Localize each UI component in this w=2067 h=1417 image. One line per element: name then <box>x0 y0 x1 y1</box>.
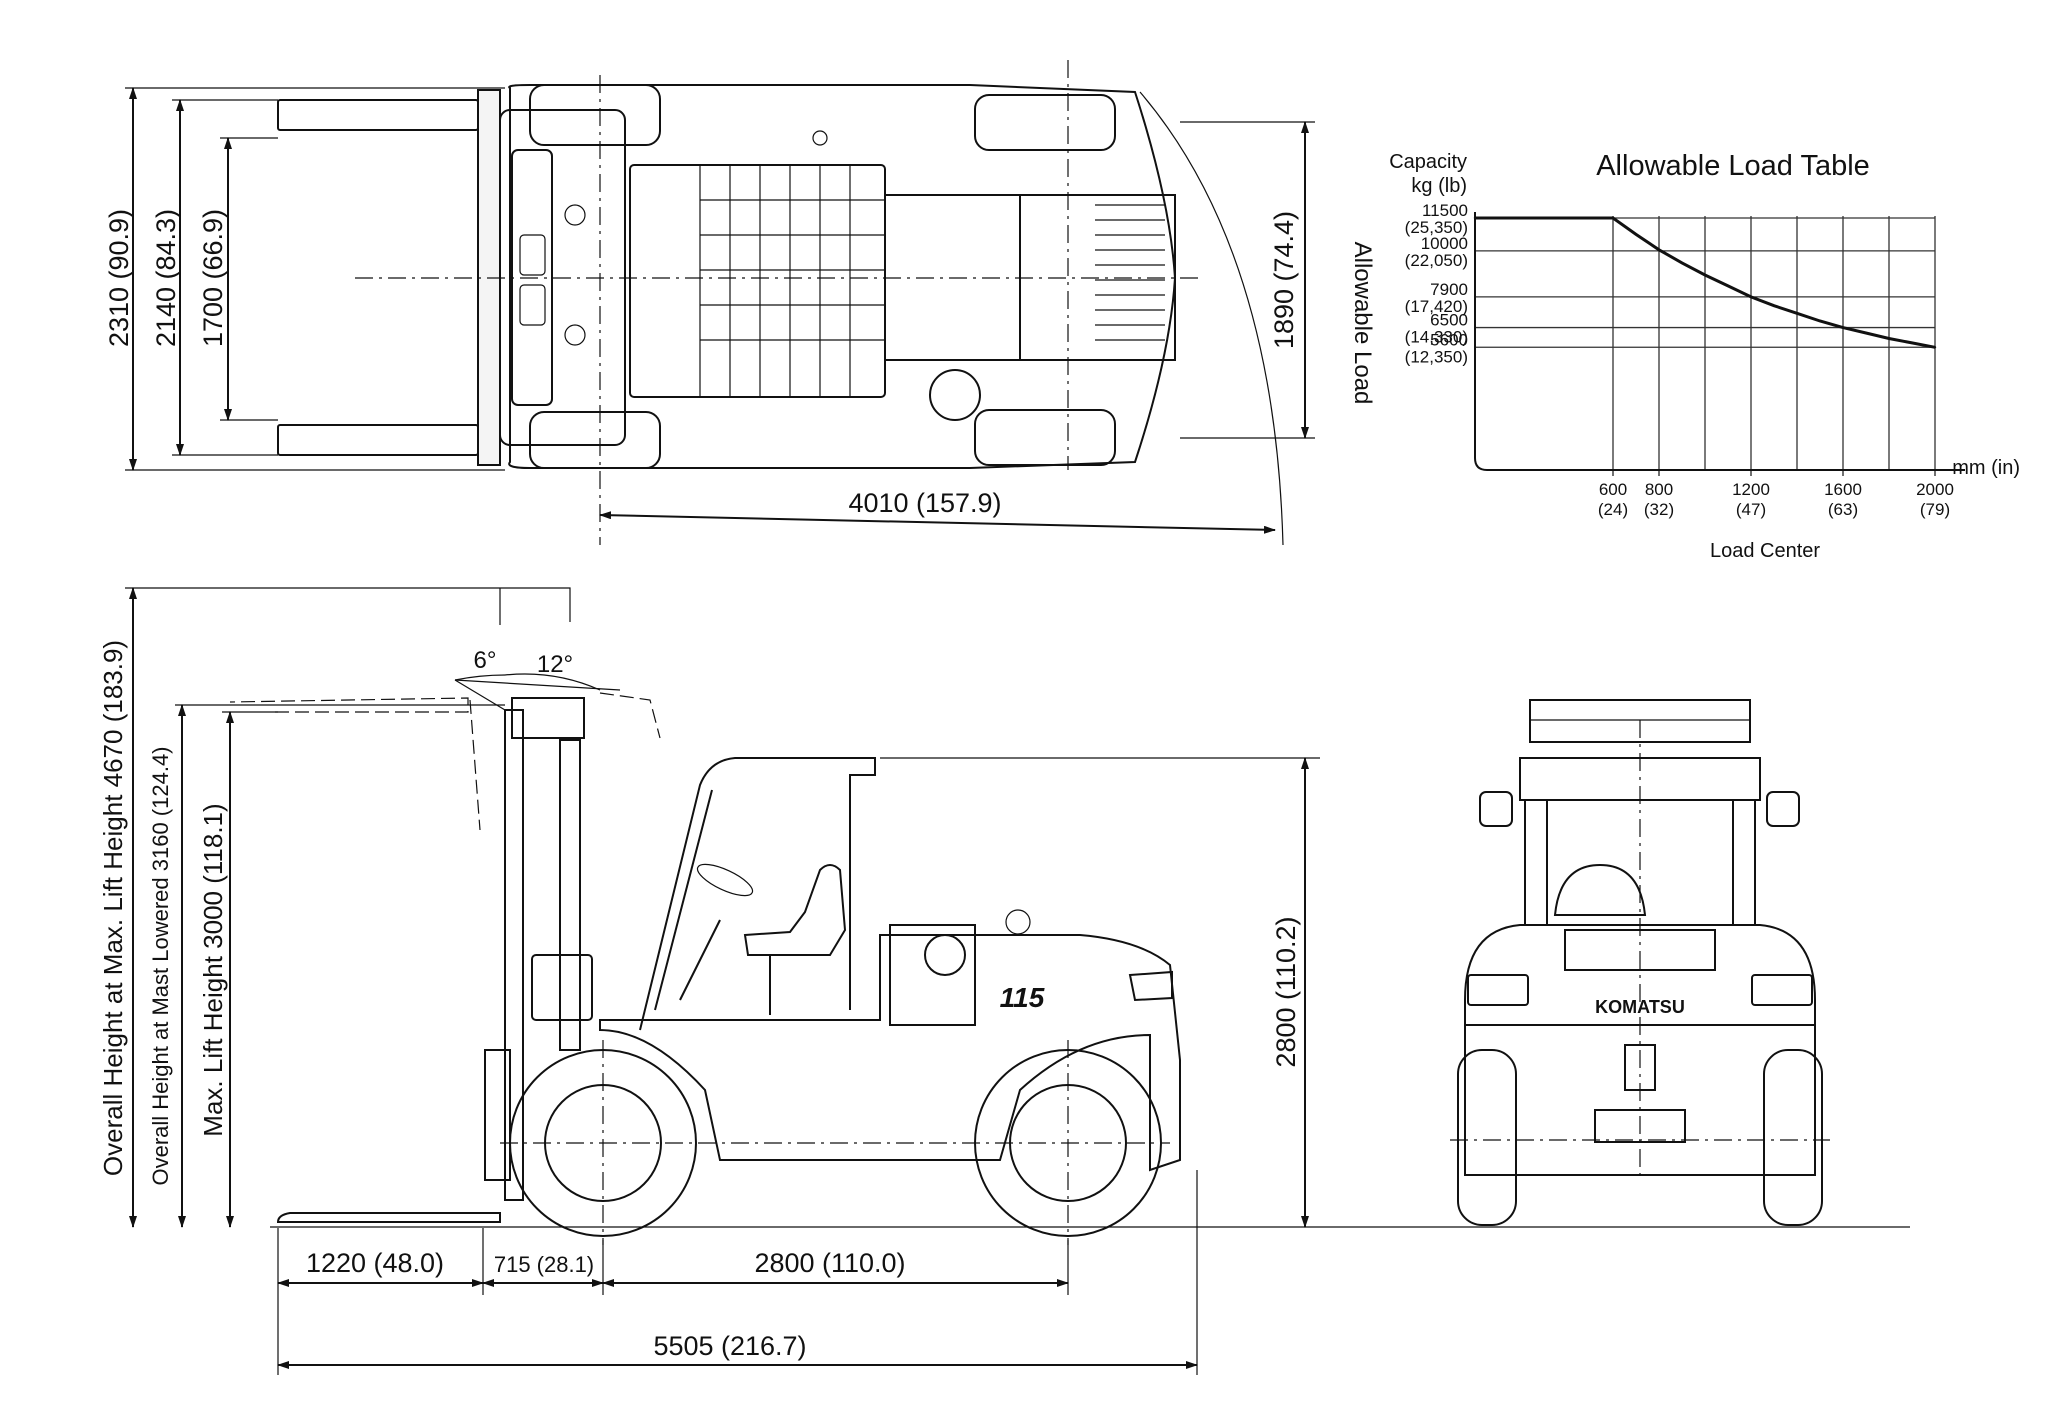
y-tick-sublabel: (12,350) <box>1405 347 1468 366</box>
y-tick-label: 11500 <box>1422 201 1468 220</box>
x-tick-label: 800 <box>1645 480 1673 499</box>
dim-1220-label: 1220 (48.0) <box>306 1248 444 1278</box>
series-line-allowable-load <box>1475 216 1936 349</box>
tilt-back-label: 12° <box>537 651 573 678</box>
series-point <box>1795 312 1799 315</box>
chart-grid <box>1475 216 1936 470</box>
series-point <box>1864 331 1868 335</box>
rear-view: KOMATSU <box>1450 699 1830 1226</box>
x-tick-sublabel: (47) <box>1736 500 1766 519</box>
y-tick-label: 10000 <box>1421 234 1468 253</box>
chart-ticks: 11500(25,350)10000(22,050) 7900(17,420)65… <box>1405 201 1954 519</box>
allowable-load-chart: Allowable Load Table Capacity kg (lb) Al… <box>1349 150 2020 562</box>
series-point <box>1933 346 1937 349</box>
x-tick-label: 600 <box>1599 480 1627 499</box>
series-point <box>1611 216 1615 220</box>
series-point <box>1680 261 1684 265</box>
series-point <box>1634 233 1638 236</box>
chart-series <box>1473 216 1937 349</box>
model-badge: 115 <box>1000 982 1045 1013</box>
top-view: 2310 (90.9) 2140 (84.3) 1700 (66.9) 1890… <box>104 60 1315 546</box>
y-tick-label: 6500 <box>1430 311 1468 330</box>
x-tick-sublabel: (24) <box>1598 500 1628 519</box>
series-point <box>1703 273 1707 277</box>
series-point <box>1887 337 1891 340</box>
chart-xunits: mm (in) <box>1952 457 2020 479</box>
dim-2310-label: 2310 (90.9) <box>104 209 134 347</box>
chart-axes <box>1474 212 1965 471</box>
y-tick-sublabel: (22,050) <box>1405 251 1468 270</box>
chart-title: Allowable Load Table <box>1596 150 1870 182</box>
series-point <box>1473 216 1477 220</box>
chart-xlabel: Load Center <box>1710 540 1820 562</box>
series-point <box>1657 248 1661 251</box>
x-tick-sublabel: (79) <box>1920 500 1950 519</box>
y-tick-label: 7900 <box>1430 280 1468 299</box>
chart-ylabel-units: kg (lb) <box>1411 175 1467 197</box>
max-lift-height-label: Max. Lift Height 3000 (118.1) <box>198 803 228 1136</box>
chart-ylabel-rotated: Allowable Load <box>1349 242 1376 405</box>
overall-height-max-label: Overall Height at Max. Lift Height 4670 … <box>98 640 128 1176</box>
y-tick-sublabel: (14,330) <box>1405 328 1468 347</box>
dim-1700-label: 1700 (66.9) <box>198 209 228 347</box>
series-point <box>1910 341 1914 345</box>
series-point <box>1818 319 1822 323</box>
dim-2140-label: 2140 (84.3) <box>151 209 181 347</box>
side-view: 6° 12° 115 <box>98 587 1910 1375</box>
x-tick-label: 1200 <box>1732 480 1770 499</box>
dim-2800-height-label: 2800 (110.2) <box>1271 916 1301 1067</box>
series-point <box>1841 326 1845 329</box>
series-point <box>1726 284 1730 288</box>
x-tick-label: 1600 <box>1824 480 1862 499</box>
x-tick-sublabel: (32) <box>1644 500 1674 519</box>
y-tick-label: 5600 <box>1430 330 1468 349</box>
x-tick-label: 2000 <box>1916 480 1954 499</box>
brand-logo: KOMATSU <box>1595 997 1685 1017</box>
y-tick-sublabel: (25,350) <box>1405 218 1468 237</box>
series-point <box>1749 295 1753 299</box>
tilt-forward-label: 6° <box>474 647 497 674</box>
dim-2800-width-label: 2800 (110.0) <box>754 1248 905 1278</box>
series-point <box>1772 304 1776 307</box>
overall-height-lowered-label: Overall Height at Mast Lowered 3160 (124… <box>148 746 173 1185</box>
dim-5505-label: 5505 (216.7) <box>653 1331 806 1361</box>
chart-ylabel-capacity: Capacity <box>1389 151 1467 173</box>
x-tick-sublabel: (63) <box>1828 500 1858 519</box>
dim-4010-label: 4010 (157.9) <box>848 488 1001 518</box>
dim-1890-label: 1890 (74.4) <box>1269 211 1299 349</box>
y-tick-sublabel: (17,420) <box>1405 297 1468 316</box>
chart-axis-line <box>1474 212 1965 471</box>
dim-715-label: 715 (28.1) <box>494 1252 594 1277</box>
